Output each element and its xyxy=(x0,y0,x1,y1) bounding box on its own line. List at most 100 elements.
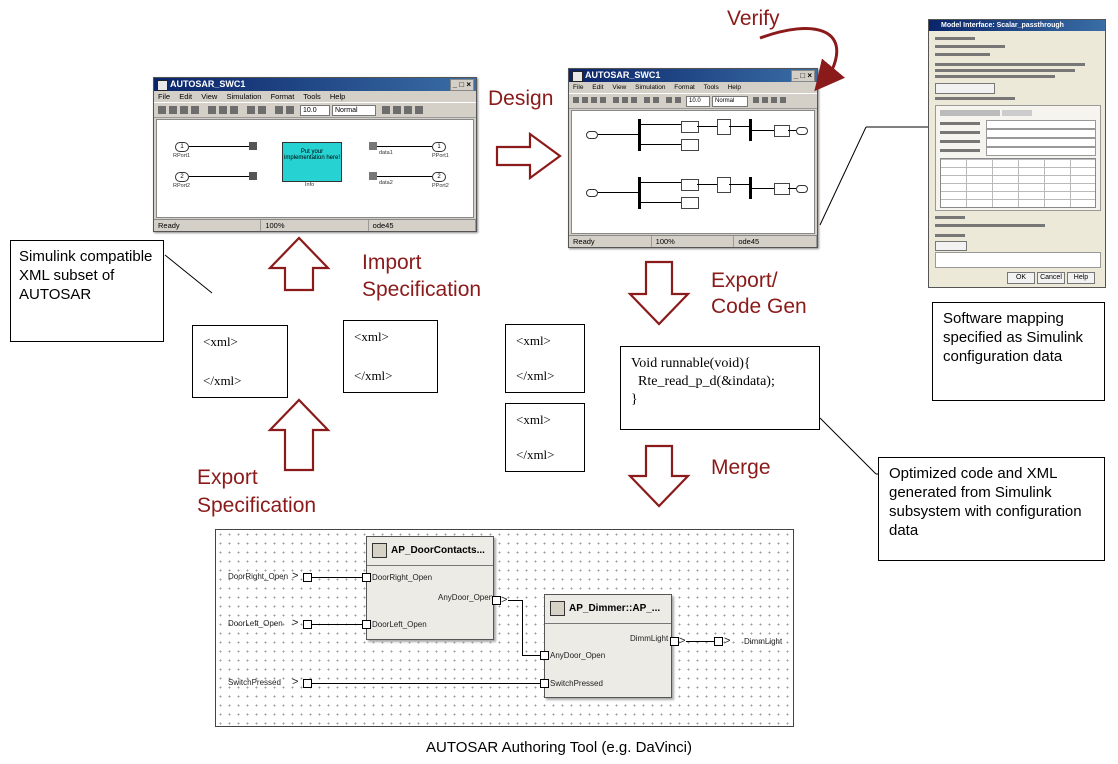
debug-icon[interactable] xyxy=(404,106,412,114)
menu-file[interactable]: File xyxy=(573,84,584,91)
cancel-button[interactable]: Cancel xyxy=(1037,272,1065,284)
paste-icon[interactable] xyxy=(631,97,637,103)
sim-mode-select[interactable]: Normal xyxy=(712,96,748,107)
model-canvas[interactable] xyxy=(571,110,815,234)
save-icon[interactable] xyxy=(180,106,188,114)
inport-2[interactable] xyxy=(586,189,598,197)
validate-button[interactable] xyxy=(935,241,967,251)
component-in-port[interactable] xyxy=(540,651,549,660)
window-controls[interactable]: _ □ × xyxy=(449,79,474,91)
library-icon[interactable] xyxy=(753,97,759,103)
davinci-canvas[interactable]: DoorRight_Open DoorLeft_Open SwitchPress… xyxy=(215,529,794,727)
sum-block[interactable] xyxy=(717,119,731,135)
explorer-icon[interactable] xyxy=(762,97,768,103)
periodic-runnable-field[interactable] xyxy=(986,129,1096,138)
open-icon[interactable] xyxy=(169,106,177,114)
component-dimmer[interactable]: AP_Dimmer::AP_... xyxy=(544,594,672,698)
model-advisor-icon[interactable] xyxy=(415,106,423,114)
dialog-titlebar[interactable]: Model Interface: Scalar_passthrough xyxy=(929,20,1105,31)
redo-icon[interactable] xyxy=(653,97,659,103)
stoptime-field[interactable]: 10.0 xyxy=(686,96,710,107)
implementation-block[interactable]: Put your implementation here! xyxy=(282,142,342,182)
rate-block[interactable] xyxy=(774,183,790,195)
new-icon[interactable] xyxy=(158,106,166,114)
print-icon[interactable] xyxy=(600,97,606,103)
menu-file[interactable]: File xyxy=(158,92,171,101)
model-advisor-icon[interactable] xyxy=(780,97,786,103)
menu-simulation[interactable]: Simulation xyxy=(226,92,262,101)
component-in-port[interactable] xyxy=(362,620,371,629)
ground-block[interactable] xyxy=(369,142,377,150)
ok-button[interactable]: OK xyxy=(1007,272,1035,284)
sum-block[interactable] xyxy=(717,177,731,193)
stoptime-field[interactable]: 10.0 xyxy=(300,105,330,116)
outport-1[interactable]: 1 xyxy=(432,142,446,152)
copy-icon[interactable] xyxy=(622,97,628,103)
library-icon[interactable] xyxy=(382,106,390,114)
menu-help[interactable]: Help xyxy=(727,84,741,91)
copy-icon[interactable] xyxy=(219,106,227,114)
run-icon[interactable] xyxy=(666,97,672,103)
bus-selector[interactable] xyxy=(638,177,641,209)
ext-in-port[interactable] xyxy=(303,573,312,582)
new-icon[interactable] xyxy=(573,97,579,103)
get-default-config-button[interactable] xyxy=(935,83,995,94)
terminator-block[interactable] xyxy=(249,142,257,150)
sim-mode-select[interactable]: Normal xyxy=(332,105,376,116)
window-titlebar[interactable]: AUTOSAR_SWC1 _ □ × xyxy=(569,69,817,82)
ext-in-port[interactable] xyxy=(303,620,312,629)
menu-format[interactable]: Format xyxy=(270,92,295,101)
stop-icon[interactable] xyxy=(286,106,294,114)
menu-edit[interactable]: Edit xyxy=(179,92,193,101)
component-in-port[interactable] xyxy=(362,573,371,582)
menu-tools[interactable]: Tools xyxy=(703,84,719,91)
gain-block[interactable] xyxy=(681,121,699,133)
port-mapping-table[interactable] xyxy=(940,158,1096,208)
bus-selector[interactable] xyxy=(638,119,641,151)
explorer-icon[interactable] xyxy=(393,106,401,114)
gain-block[interactable] xyxy=(681,179,699,191)
undo-icon[interactable] xyxy=(644,97,650,103)
undo-icon[interactable] xyxy=(247,106,255,114)
run-icon[interactable] xyxy=(275,106,283,114)
component-out-port[interactable] xyxy=(492,596,501,605)
gain-block[interactable] xyxy=(681,139,699,151)
menu-edit[interactable]: Edit xyxy=(592,84,604,91)
ground-block[interactable] xyxy=(369,172,377,180)
window-titlebar[interactable]: AUTOSAR_SWC1 _ □ × xyxy=(154,78,476,91)
save-icon[interactable] xyxy=(591,97,597,103)
component-door-contacts[interactable]: AP_DoorContacts... xyxy=(366,536,494,640)
print-icon[interactable] xyxy=(191,106,199,114)
outport-2[interactable] xyxy=(796,185,808,193)
cut-icon[interactable] xyxy=(208,106,216,114)
menu-help[interactable]: Help xyxy=(329,92,346,101)
initial-runnable-field[interactable] xyxy=(986,120,1096,129)
outport-2[interactable]: 2 xyxy=(432,172,446,182)
inport-2[interactable]: 2 xyxy=(175,172,189,182)
open-icon[interactable] xyxy=(582,97,588,103)
component-in-port[interactable] xyxy=(540,679,549,688)
outport-1[interactable] xyxy=(796,127,808,135)
inport-1[interactable] xyxy=(586,131,598,139)
bus-creator[interactable] xyxy=(749,177,752,199)
inport-1[interactable]: 1 xyxy=(175,142,189,152)
menu-view[interactable]: View xyxy=(612,84,627,91)
menu-view[interactable]: View xyxy=(201,92,218,101)
model-canvas[interactable]: 1 RPort1 2 RPort2 Put your implementatio… xyxy=(156,119,474,218)
ext-out-port[interactable] xyxy=(714,637,723,646)
menu-tools[interactable]: Tools xyxy=(303,92,321,101)
terminator-block[interactable] xyxy=(249,172,257,180)
initial-event-field[interactable] xyxy=(986,138,1096,147)
cut-icon[interactable] xyxy=(613,97,619,103)
redo-icon[interactable] xyxy=(258,106,266,114)
component-out-port[interactable] xyxy=(670,637,679,646)
rate-block[interactable] xyxy=(774,125,790,137)
stop-icon[interactable] xyxy=(675,97,681,103)
bus-creator[interactable] xyxy=(749,119,752,141)
debug-icon[interactable] xyxy=(771,97,777,103)
menu-format[interactable]: Format xyxy=(674,84,695,91)
menu-simulation[interactable]: Simulation xyxy=(635,84,666,91)
periodic-event-field[interactable] xyxy=(986,147,1096,156)
paste-icon[interactable] xyxy=(230,106,238,114)
help-button[interactable]: Help xyxy=(1067,272,1095,284)
